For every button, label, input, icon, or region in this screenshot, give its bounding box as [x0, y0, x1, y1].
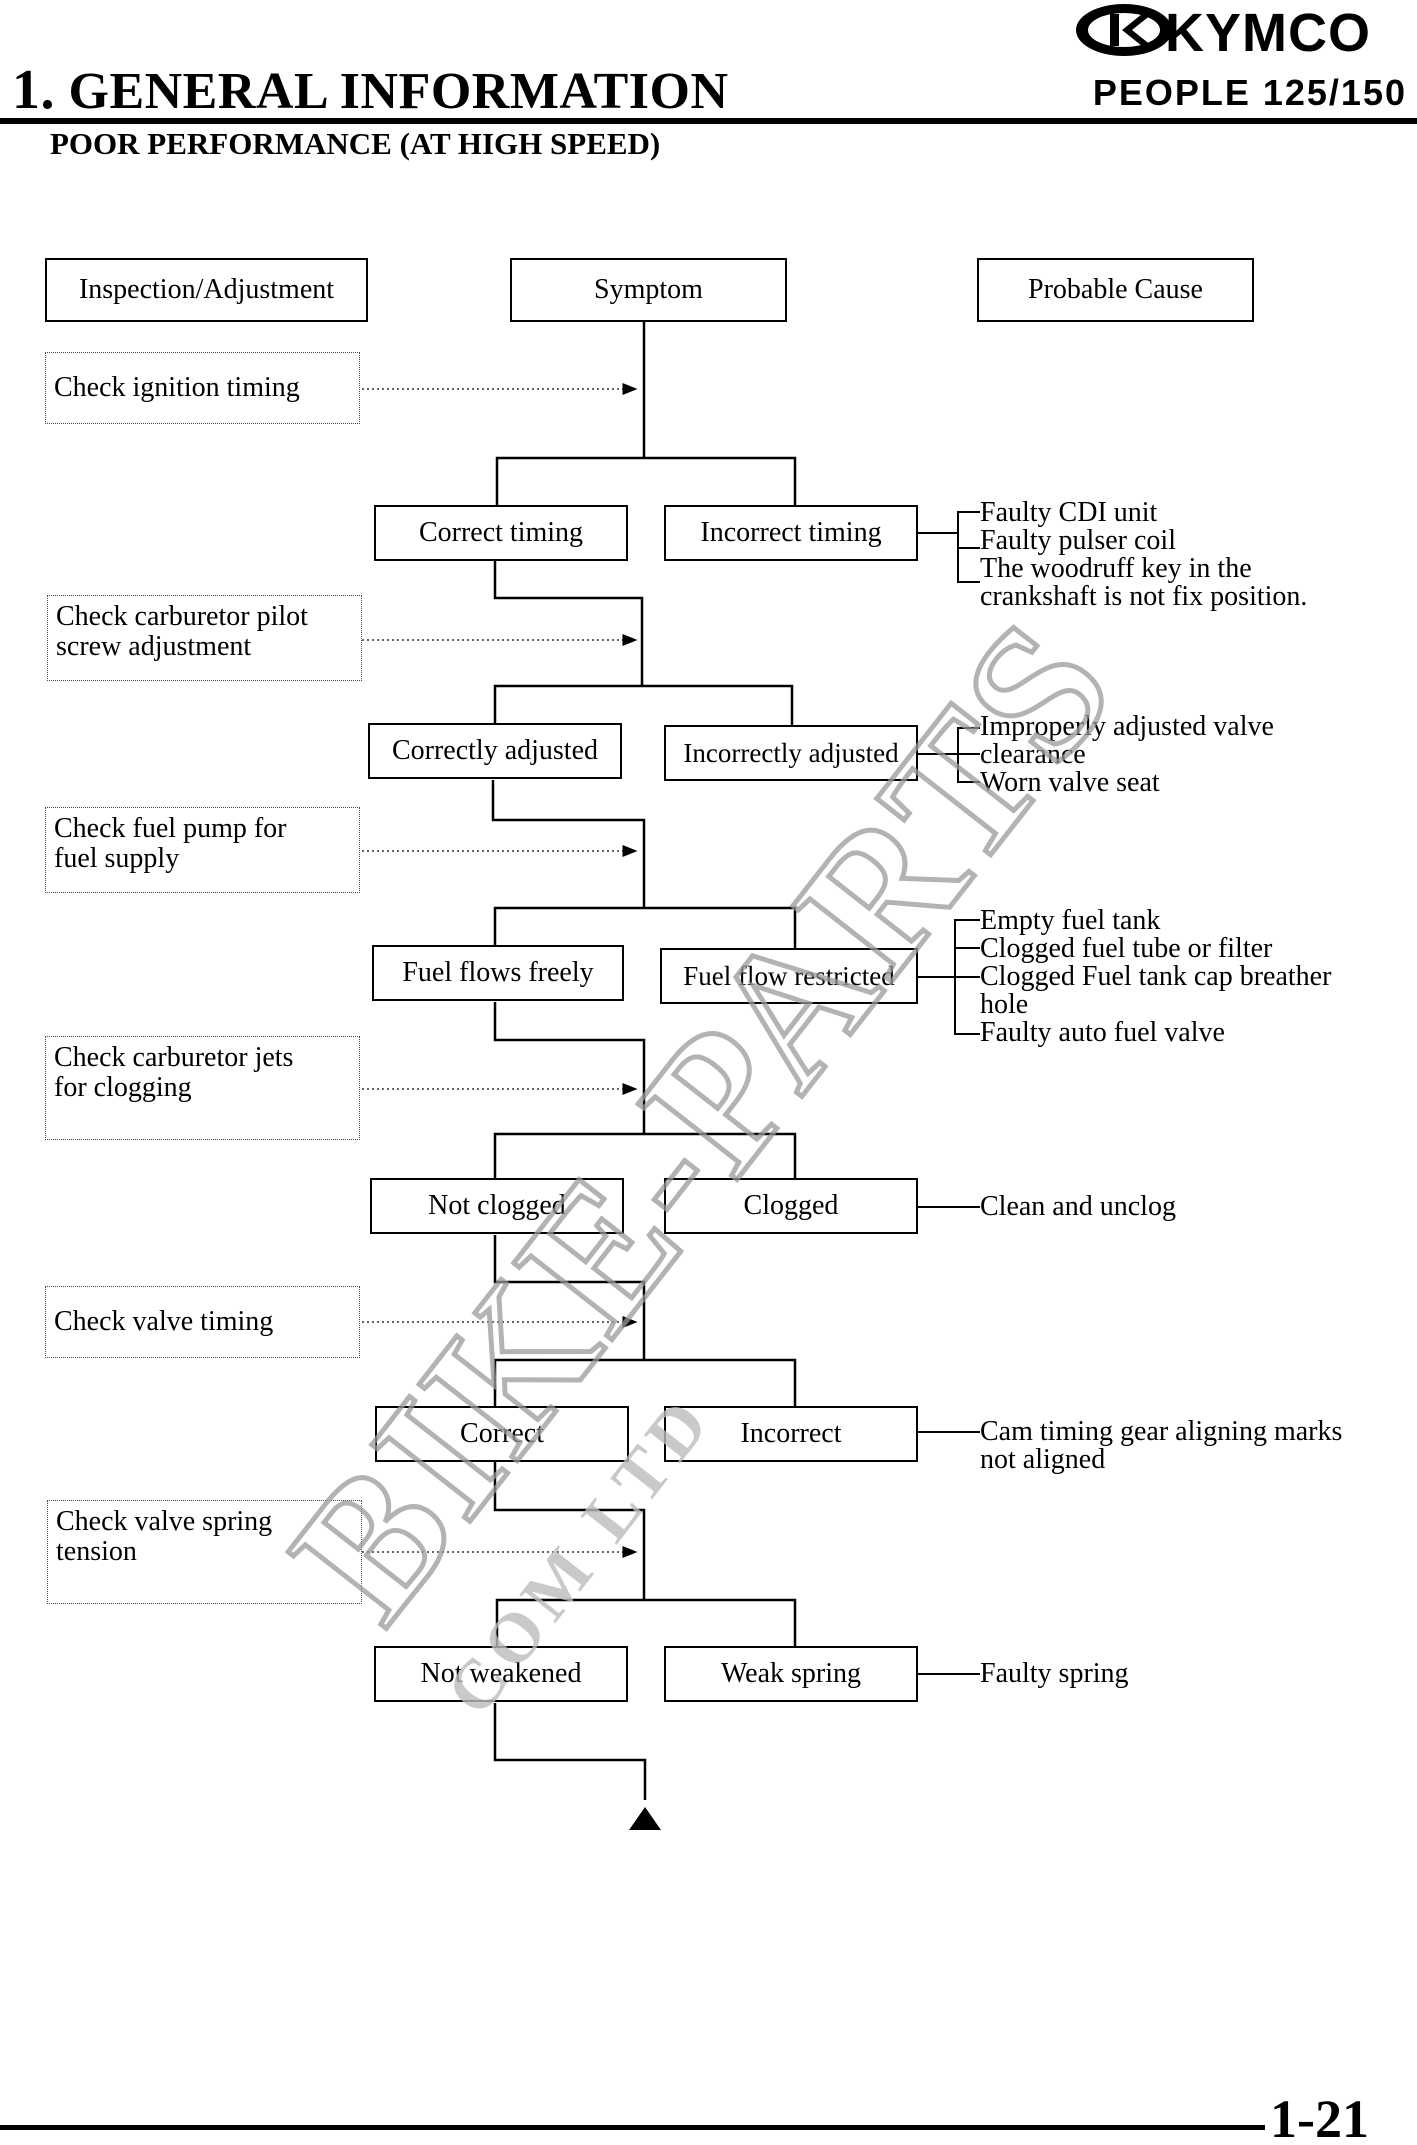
column-header-symptom: Symptom: [510, 258, 787, 322]
inspection-box: Check carburetor pilot screw adjustment: [47, 595, 362, 681]
probable-cause-list: Improperly adjusted valve clearance Worn…: [980, 711, 1274, 798]
probable-cause-list: Faulty CDI unit Faulty pulser coil The w…: [980, 497, 1308, 612]
symptom-bad-box: Incorrect timing: [664, 505, 918, 561]
section-title: 1. GENERAL INFORMATION: [12, 58, 729, 122]
column-header-cause: Probable Cause: [977, 258, 1254, 322]
symptom-ok-box: Fuel flows freely: [372, 945, 624, 1001]
inspection-box: Check carburetor jets for clogging: [45, 1036, 360, 1140]
symptom-bad-box: Fuel flow restricted: [660, 948, 918, 1004]
symptom-ok-box: Correct timing: [374, 505, 628, 561]
kymco-logo-icon: [1076, 4, 1172, 56]
symptom-ok-box: Correct: [375, 1406, 629, 1462]
brand-logo-text: KYMCO: [1165, 3, 1371, 63]
symptom-bad-box: Incorrect: [664, 1406, 918, 1462]
inspection-box: Check valve spring tension: [47, 1500, 362, 1604]
header-rule: [0, 118, 1417, 124]
section-title-text: GENERAL INFORMATION: [68, 63, 729, 120]
inspection-box: Check fuel pump for fuel supply: [45, 807, 360, 893]
probable-cause-list: Cam timing gear aligning marks not align…: [980, 1416, 1343, 1475]
symptom-ok-box: Not weakened: [374, 1646, 628, 1702]
symptom-bad-box: Incorrectly adjusted: [664, 725, 918, 781]
model-label: PEOPLE 125/150: [1092, 72, 1407, 113]
inspection-box: Check ignition timing: [45, 352, 360, 424]
page-number: 1-21: [1270, 2089, 1369, 2145]
symptom-ok-box: Not clogged: [370, 1178, 624, 1234]
page-subtitle: POOR PERFORMANCE (AT HIGH SPEED): [50, 126, 661, 161]
symptom-ok-box: Correctly adjusted: [368, 723, 622, 779]
probable-cause-list: Empty fuel tank Clogged fuel tube or fil…: [980, 905, 1332, 1048]
probable-cause-list: Clean and unclog: [980, 1191, 1176, 1222]
symptom-bad-box: Clogged: [664, 1178, 918, 1234]
footer-rule: [0, 2125, 1265, 2130]
section-number: 1.: [12, 59, 55, 121]
probable-cause-list: Faulty spring: [980, 1658, 1129, 1689]
column-header-inspection: Inspection/Adjustment: [45, 258, 368, 322]
symptom-bad-box: Weak spring: [664, 1646, 918, 1702]
inspection-box: Check valve timing: [45, 1286, 360, 1358]
